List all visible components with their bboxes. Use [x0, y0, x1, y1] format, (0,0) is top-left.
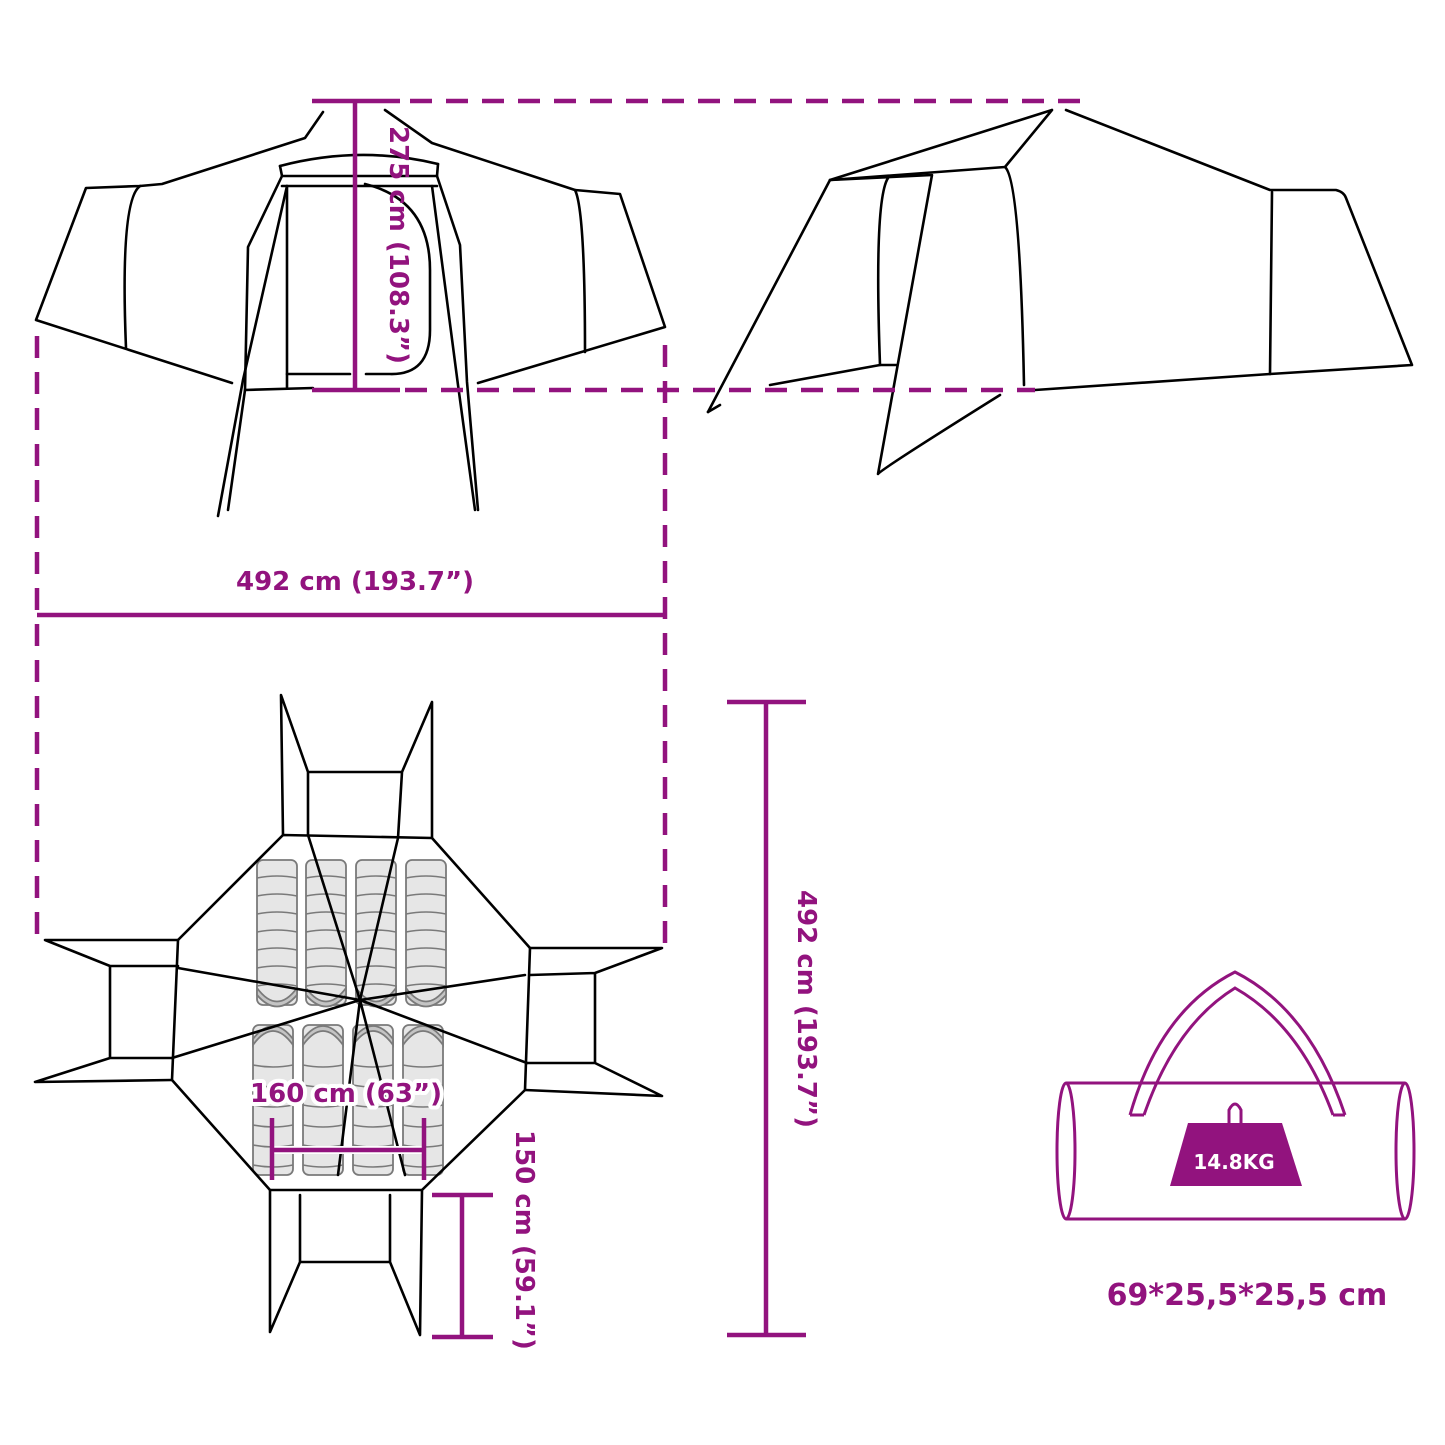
- bed-width-label: 160 cm (63”): [250, 1079, 442, 1109]
- floor-depth-label: 492 cm (193.7”): [791, 890, 821, 1128]
- bag-handle: [1128, 970, 1347, 1117]
- weight-icon: [1170, 1102, 1302, 1186]
- vestibule-depth-dimension: [432, 1192, 493, 1340]
- side-view-tent: [706, 108, 1414, 476]
- weight-label: 14.8KG: [1193, 1150, 1274, 1174]
- carry-bag: 14.8KG: [1055, 970, 1416, 1221]
- bag-body: [1066, 1081, 1405, 1221]
- vestibule-left: [33, 938, 180, 1084]
- width-dimension-lines: [34, 336, 668, 952]
- width-label: 492 cm (193.7”): [236, 567, 474, 597]
- front-view-tent: [34, 108, 667, 518]
- height-label: 275 cm (108.3”): [383, 126, 413, 364]
- floor-depth-dimension: [727, 699, 806, 1338]
- sleeping-bags-bottom: [252, 1024, 444, 1176]
- bag-size-label: 69*25,5*25,5 cm: [1107, 1278, 1388, 1313]
- vestibule-depth-label: 150 cm (59.1”): [509, 1130, 539, 1350]
- height-dimension-lines: [312, 98, 1083, 393]
- sleeping-bags-top: [256, 859, 447, 1008]
- bed-width-dimension: [269, 1118, 427, 1180]
- pole-spokes: [170, 833, 529, 1177]
- floor-plan: [33, 693, 664, 1337]
- octagon-outline: [170, 833, 532, 1192]
- vestibule-right: [523, 946, 664, 1098]
- vestibule-top: [279, 693, 434, 840]
- vestibule-bottom: [268, 1188, 424, 1337]
